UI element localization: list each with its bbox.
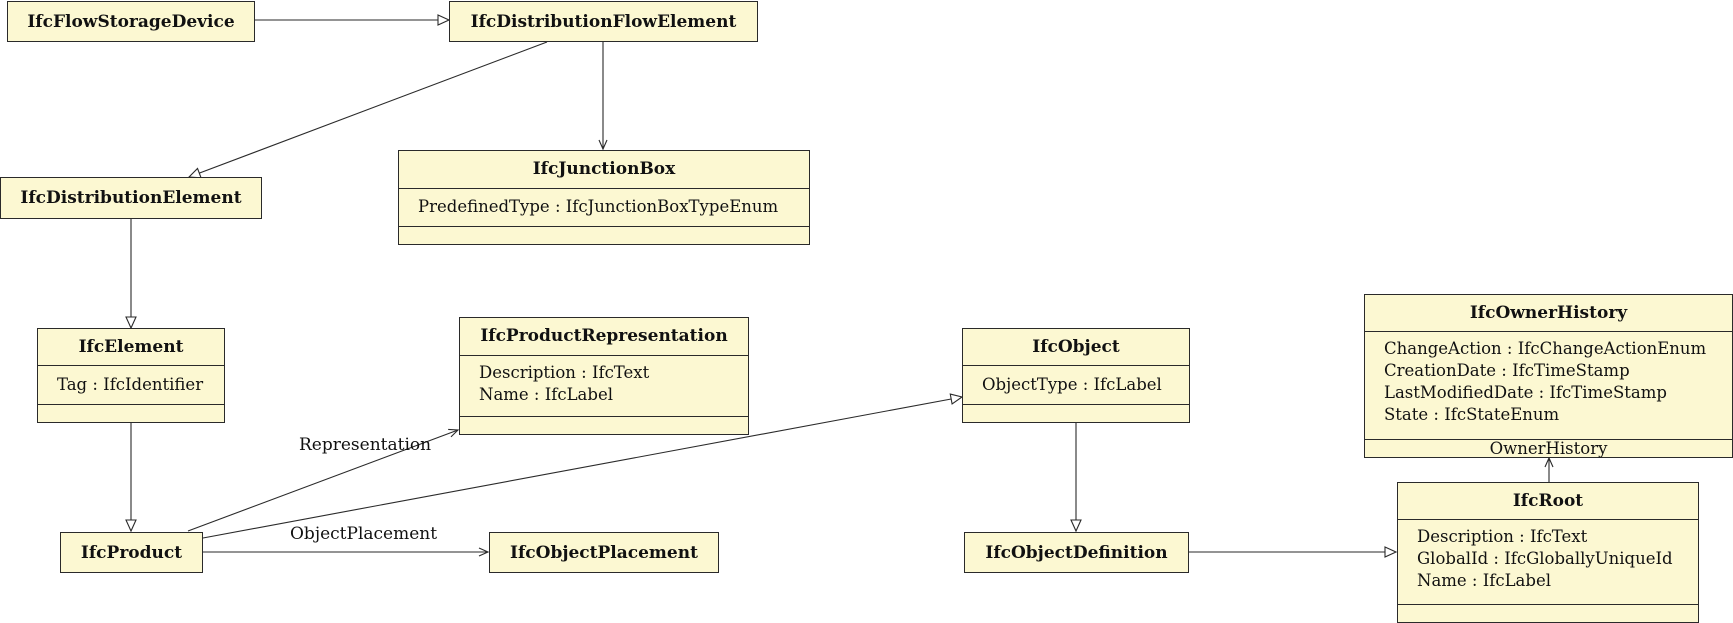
class-ifcobjectplacement[interactable]: IfcObjectPlacement [489,532,719,573]
operation-compartment [1398,604,1698,622]
class-ifcobject[interactable]: IfcObject ObjectType : IfcLabel [962,328,1190,423]
attribute: State : IfcStateEnum [1384,405,1560,424]
attribute-compartment: Description : IfcText GlobalId : IfcGlob… [1398,519,1698,604]
class-ifcroot[interactable]: IfcRoot Description : IfcText GlobalId :… [1397,482,1699,623]
class-name: IfcObject [1032,337,1120,357]
class-ifcjunctionbox[interactable]: IfcJunctionBox PredefinedType : IfcJunct… [398,150,810,245]
attribute-compartment: Description : IfcText Name : IfcLabel [460,355,748,416]
edge-label-representation: Representation [299,435,432,455]
edge-product-representation-association [187,428,460,532]
class-ifcflowstoragedevice[interactable]: IfcFlowStorageDevice [7,1,255,42]
attribute-compartment: ChangeAction : IfcChangeActionEnum Creat… [1365,331,1732,439]
class-name: IfcObjectPlacement [510,542,698,563]
attribute: Tag : IfcIdentifier [57,375,204,394]
class-name: IfcObjectDefinition [985,542,1168,563]
edge-label-objectplacement: ObjectPlacement [290,524,438,544]
attribute: ObjectType : IfcLabel [982,375,1162,394]
attribute: ChangeAction : IfcChangeActionEnum [1384,339,1707,358]
class-name: IfcElement [78,337,184,357]
attribute: Description : IfcText [479,363,650,382]
operation-compartment [38,404,224,422]
class-name: IfcProductRepresentation [480,326,728,346]
operation-compartment [460,416,748,434]
attribute-compartment: Tag : IfcIdentifier [38,365,224,404]
class-name: IfcRoot [1512,491,1584,511]
attribute-compartment: PredefinedType : IfcJunctionBoxTypeEnum [399,188,809,226]
operation-compartment [963,404,1189,422]
attribute: Name : IfcLabel [479,385,613,404]
attribute: CreationDate : IfcTimeStamp [1384,361,1630,380]
class-name: IfcFlowStorageDevice [27,11,235,32]
class-ifcobjectdefinition[interactable]: IfcObjectDefinition [964,532,1189,573]
attribute: LastModifiedDate : IfcTimeStamp [1384,383,1667,402]
attribute: Description : IfcText [1417,527,1588,546]
class-name: IfcProduct [80,542,183,563]
class-ifcdistributionelement[interactable]: IfcDistributionElement [0,177,262,219]
edge-distributionflowelement-to-distributionelement [187,41,548,179]
class-name: IfcDistributionElement [20,188,242,208]
attribute: PredefinedType : IfcJunctionBoxTypeEnum [418,197,779,216]
attribute-compartment: ObjectType : IfcLabel [963,365,1189,404]
attribute: Name : IfcLabel [1417,571,1551,590]
class-name: IfcOwnerHistory [1469,303,1628,323]
operation-compartment [399,226,809,244]
class-ifcproduct[interactable]: IfcProduct [60,532,203,573]
class-name: IfcJunctionBox [532,159,676,179]
class-ifcownerhistory[interactable]: IfcOwnerHistory ChangeAction : IfcChange… [1364,294,1733,458]
association-role-ownerhistory: OwnerHistory [1365,439,1732,458]
edge-product-to-object [202,393,964,539]
class-ifcproductrepresentation[interactable]: IfcProductRepresentation Description : I… [459,317,749,435]
attribute: GlobalId : IfcGloballyUniqueId [1417,549,1673,568]
class-ifcdistributionflowelement[interactable]: IfcDistributionFlowElement [449,1,758,42]
class-name: IfcDistributionFlowElement [470,11,737,32]
class-ifcelement[interactable]: IfcElement Tag : IfcIdentifier [37,328,225,423]
